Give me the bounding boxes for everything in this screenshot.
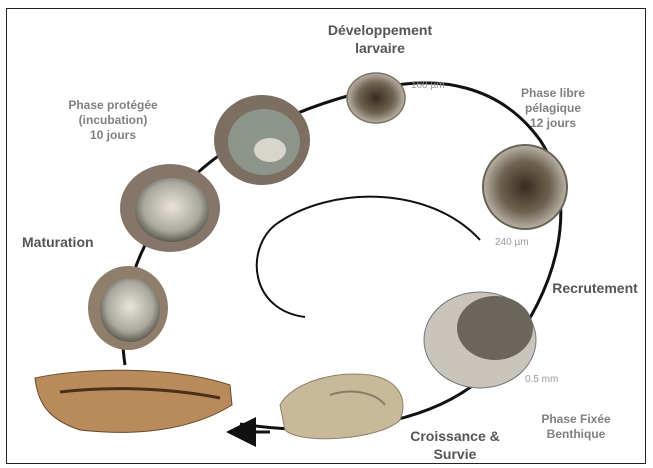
- label-larval-development: Développement larvaire: [320, 22, 440, 57]
- spat-image: [424, 292, 536, 388]
- maturation-oyster-lower-image: [88, 266, 168, 350]
- size-label-240: 240 µm: [495, 237, 545, 250]
- size-label-160: 160 µm: [411, 80, 461, 93]
- adult-oyster-image: [35, 370, 232, 432]
- label-recruitment: Recrutement: [540, 280, 650, 298]
- inner-spiral: [257, 197, 480, 317]
- label-free-phase: Phase libre pélagique 12 jours: [513, 86, 593, 131]
- label-fixed-phase: Phase Fixée Benthique: [526, 412, 626, 442]
- label-growth: Croissance & Survie: [400, 428, 510, 463]
- larva-small-image: [347, 73, 405, 123]
- label-maturation: Maturation: [22, 234, 112, 252]
- incubating-oyster-image: [214, 95, 310, 185]
- label-protected-phase: Phase protégée (incubation) 10 jours: [58, 98, 168, 143]
- maturation-oyster-upper-image: [120, 164, 220, 252]
- larva-large-image: [483, 145, 567, 229]
- juvenile-oyster-image: [280, 374, 403, 439]
- size-label-05mm: 0.5 mm: [525, 374, 575, 387]
